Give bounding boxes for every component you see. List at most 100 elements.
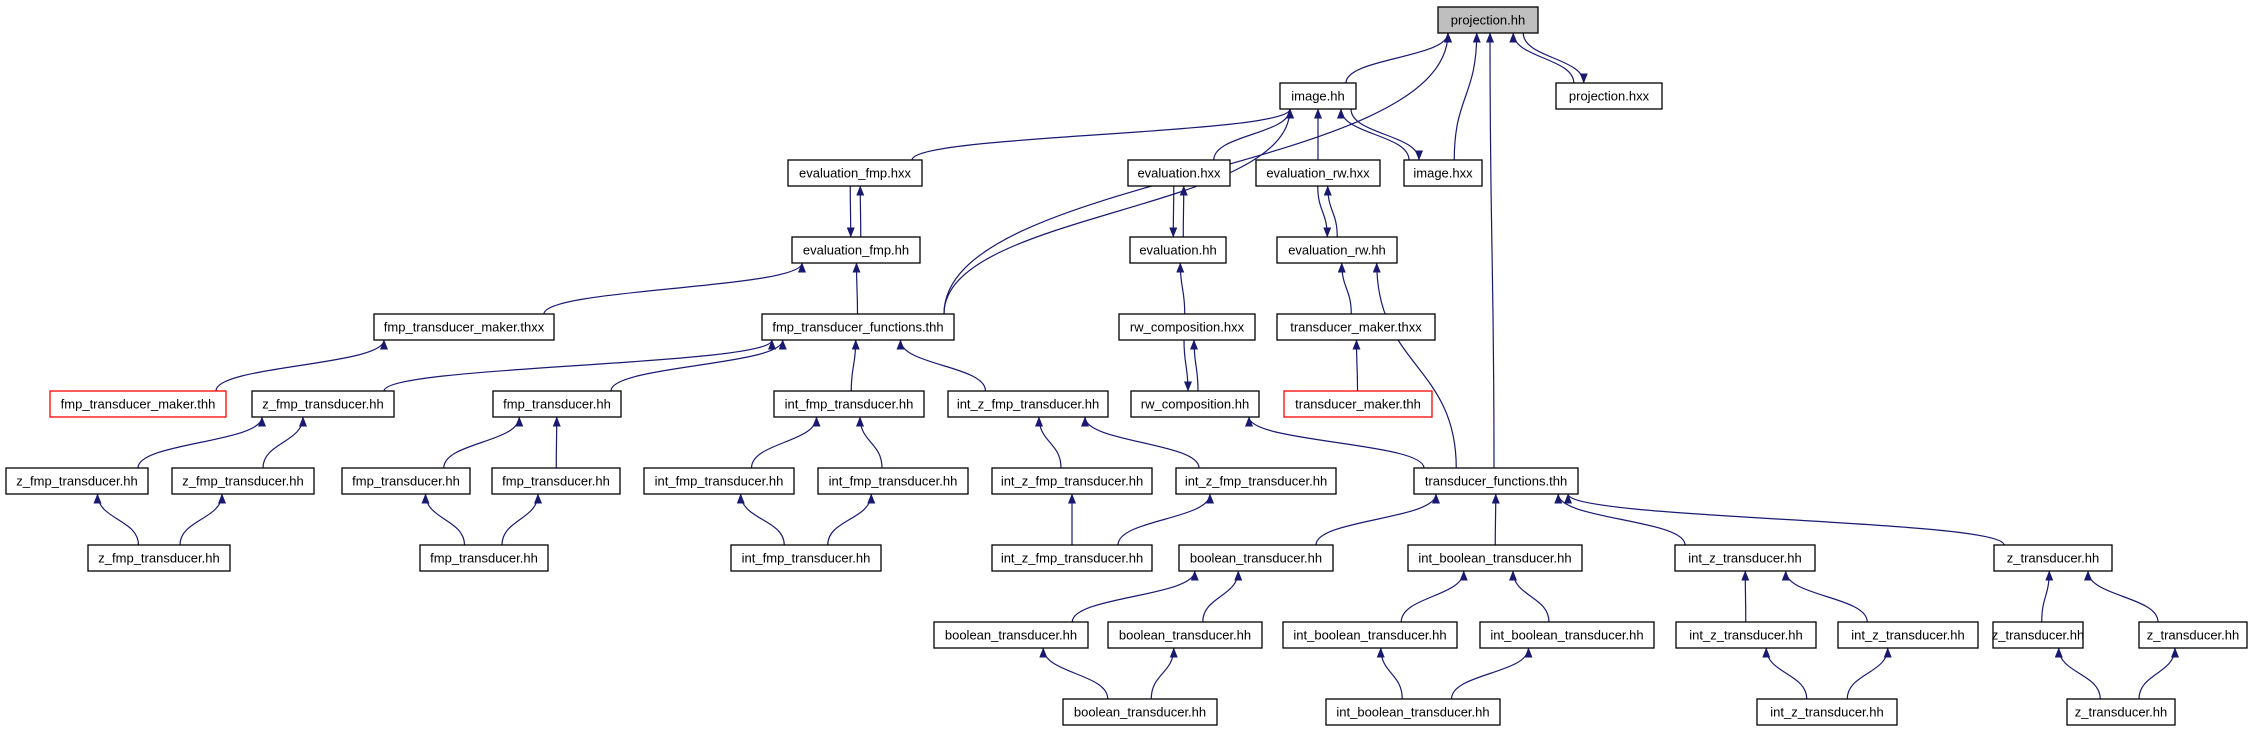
graph-node-ifmp_t_c[interactable]: int_fmp_transducer.hh — [817, 467, 969, 495]
graph-node-izfmp_t_c[interactable]: int_z_fmp_transducer.hh — [1175, 467, 1337, 495]
graph-node-izfmp_t_a[interactable]: int_z_fmp_transducer.hh — [947, 390, 1109, 418]
include-edge-ifmp_t_d-to-ifmp_t_b — [736, 493, 785, 546]
node-label-z_t_c: z_transducer.hh — [2147, 628, 2240, 643]
graph-node-ifmp_t_a[interactable]: int_fmp_transducer.hh — [773, 390, 925, 418]
node-label-fmp_t_b: fmp_transducer.hh — [352, 474, 460, 489]
include-edge-iz_t_d-to-iz_t_b — [1762, 647, 1808, 700]
graph-node-eval_hh[interactable]: evaluation.hh — [1129, 236, 1227, 264]
include-edge-fmp_t_d-to-fmp_t_c — [501, 493, 542, 546]
graph-node-fmp_t_d[interactable]: fmp_transducer.hh — [419, 544, 549, 572]
node-label-z_t_d: z_transducer.hh — [2075, 705, 2168, 720]
include-edge-image_hxx-to-image_hh — [1337, 108, 1410, 161]
graph-node-fmp_t_a[interactable]: fmp_transducer.hh — [492, 390, 622, 418]
node-box-ifmp_t_a — [773, 390, 925, 418]
node-box-ibool_t_a — [1407, 544, 1583, 572]
include-edge-bool_t_d-to-bool_t_b — [1039, 647, 1109, 700]
graph-node-rw_comp_hxx[interactable]: rw_composition.hxx — [1118, 313, 1256, 341]
graph-node-tf_thh[interactable]: transducer_functions.thh — [1413, 467, 1579, 495]
graph-node-iz_t_a[interactable]: int_z_transducer.hh — [1674, 544, 1816, 572]
include-edge-fmp_maker_thxx-to-eval_fmp_hh — [543, 262, 806, 315]
node-box-eval_fmp_hxx — [787, 159, 923, 187]
include-edge-rw_comp_hxx-to-rw_comp_hh — [1183, 339, 1192, 392]
node-box-ifmp_t_b — [643, 467, 795, 495]
graph-node-iz_t_b[interactable]: int_z_transducer.hh — [1675, 621, 1817, 649]
graph-node-eval_fmp_hxx[interactable]: evaluation_fmp.hxx — [787, 159, 923, 187]
include-edge-iz_t_a-to-tf_thh — [1554, 493, 1686, 546]
graph-node-z_t_c[interactable]: z_transducer.hh — [2138, 621, 2248, 649]
graph-node-projection_hxx[interactable]: projection.hxx — [1555, 82, 1663, 110]
node-label-zfmp_t_d: z_fmp_transducer.hh — [98, 551, 219, 566]
graph-node-t_maker_thxx[interactable]: transducer_maker.thxx — [1276, 313, 1436, 341]
include-edge-fmp_t_b-to-fmp_t_a — [443, 416, 524, 469]
graph-node-eval_hxx[interactable]: evaluation.hxx — [1127, 159, 1231, 187]
include-edge-image_hh-to-image_hxx — [1350, 108, 1423, 161]
include-edge-t_maker_thh-to-t_maker_thxx — [1352, 339, 1361, 392]
node-box-izfmp_t_a — [947, 390, 1109, 418]
node-label-eval_rw_hxx: evaluation_rw.hxx — [1266, 166, 1370, 181]
node-label-image_hh: image.hh — [1291, 89, 1344, 104]
graph-node-zfmp_t_b[interactable]: z_fmp_transducer.hh — [5, 467, 149, 495]
node-box-ibool_t_b — [1282, 621, 1458, 649]
graph-node-fmp_maker_thh[interactable]: fmp_transducer_maker.thh — [49, 390, 227, 418]
graph-node-ibool_t_c[interactable]: int_boolean_transducer.hh — [1479, 621, 1655, 649]
include-edge-fmp_maker_thh-to-fmp_maker_thxx — [215, 339, 388, 392]
graph-node-iz_t_d[interactable]: int_z_transducer.hh — [1756, 698, 1898, 726]
graph-node-t_maker_thh[interactable]: transducer_maker.thh — [1283, 390, 1433, 418]
include-edge-z_t_a-to-tf_thh — [1564, 493, 2005, 546]
graph-node-fmp_tf_thh[interactable]: fmp_transducer_functions.thh — [761, 313, 955, 341]
node-box-rw_comp_hxx — [1118, 313, 1256, 341]
include-edge-z_t_d-to-z_t_c — [2138, 647, 2179, 700]
include-edge-image_hh-to-projection_hh — [1345, 32, 1452, 84]
graph-node-ifmp_t_b[interactable]: int_fmp_transducer.hh — [643, 467, 795, 495]
graph-node-eval_rw_hh[interactable]: evaluation_rw.hh — [1276, 236, 1398, 264]
graph-node-zfmp_t_d[interactable]: z_fmp_transducer.hh — [87, 544, 231, 572]
node-box-image_hxx — [1403, 159, 1483, 187]
node-box-fmp_maker_thh — [49, 390, 227, 418]
graph-node-z_t_d[interactable]: z_transducer.hh — [2066, 698, 2176, 726]
graph-node-ibool_t_b[interactable]: int_boolean_transducer.hh — [1282, 621, 1458, 649]
node-label-izfmp_t_c: int_z_fmp_transducer.hh — [1185, 474, 1327, 489]
include-edge-eval_rw_hxx-to-eval_rw_hh — [1317, 185, 1332, 238]
include-edge-ibool_t_d-to-ibool_t_b — [1376, 647, 1403, 700]
include-edge-ifmp_t_b-to-ifmp_t_a — [750, 416, 821, 469]
graph-node-bool_t_c[interactable]: boolean_transducer.hh — [1107, 621, 1263, 649]
node-box-t_maker_thh — [1283, 390, 1433, 418]
node-label-t_maker_thxx: transducer_maker.thxx — [1290, 320, 1422, 335]
graph-node-eval_fmp_hh[interactable]: evaluation_fmp.hh — [791, 236, 921, 264]
graph-node-z_t_b[interactable]: z_transducer.hh — [1992, 621, 2085, 649]
include-edge-eval_hh-to-eval_hxx — [1179, 185, 1188, 238]
graph-node-zfmp_t_c[interactable]: z_fmp_transducer.hh — [171, 467, 315, 495]
node-box-eval_hh — [1129, 236, 1227, 264]
graph-node-izfmp_t_d[interactable]: int_z_fmp_transducer.hh — [991, 544, 1153, 572]
node-box-fmp_t_a — [492, 390, 622, 418]
node-label-fmp_t_c: fmp_transducer.hh — [502, 474, 610, 489]
graph-node-bool_t_b[interactable]: boolean_transducer.hh — [933, 621, 1089, 649]
graph-node-ibool_t_a[interactable]: int_boolean_transducer.hh — [1407, 544, 1583, 572]
node-label-eval_rw_hh: evaluation_rw.hh — [1288, 243, 1386, 258]
graph-node-izfmp_t_b[interactable]: int_z_fmp_transducer.hh — [991, 467, 1153, 495]
graph-node-bool_t_a[interactable]: boolean_transducer.hh — [1178, 544, 1334, 572]
graph-node-bool_t_d[interactable]: boolean_transducer.hh — [1062, 698, 1218, 726]
graph-node-fmp_t_b[interactable]: fmp_transducer.hh — [341, 467, 471, 495]
graph-node-ibool_t_d[interactable]: int_boolean_transducer.hh — [1325, 698, 1501, 726]
graph-node-eval_rw_hxx[interactable]: evaluation_rw.hxx — [1255, 159, 1381, 187]
graph-node-image_hh[interactable]: image.hh — [1279, 82, 1357, 110]
graph-node-ifmp_t_d[interactable]: int_fmp_transducer.hh — [730, 544, 882, 572]
graph-node-image_hxx[interactable]: image.hxx — [1403, 159, 1483, 187]
node-box-ibool_t_c — [1479, 621, 1655, 649]
node-box-z_t_a — [1993, 544, 2113, 572]
graph-node-zfmp_t_a[interactable]: z_fmp_transducer.hh — [251, 390, 395, 418]
include-edge-izfmp_t_b-to-izfmp_t_a — [1035, 416, 1062, 469]
node-box-z_t_b — [1992, 621, 2084, 649]
graph-node-rw_comp_hh[interactable]: rw_composition.hh — [1130, 390, 1260, 418]
graph-node-fmp_maker_thxx[interactable]: fmp_transducer_maker.thxx — [373, 313, 555, 341]
graph-node-iz_t_c[interactable]: int_z_transducer.hh — [1837, 621, 1979, 649]
graph-node-fmp_t_c[interactable]: fmp_transducer.hh — [491, 467, 621, 495]
node-label-izfmp_t_a: int_z_fmp_transducer.hh — [957, 397, 1099, 412]
include-edge-z_t_c-to-z_t_a — [2084, 570, 2159, 623]
graph-node-z_t_a[interactable]: z_transducer.hh — [1993, 544, 2113, 572]
include-edge-ifmp_t_d-to-ifmp_t_c — [827, 493, 876, 546]
include-edge-iz_t_c-to-iz_t_a — [1781, 570, 1868, 623]
include-edge-bool_t_b-to-bool_t_a — [1071, 570, 1199, 623]
